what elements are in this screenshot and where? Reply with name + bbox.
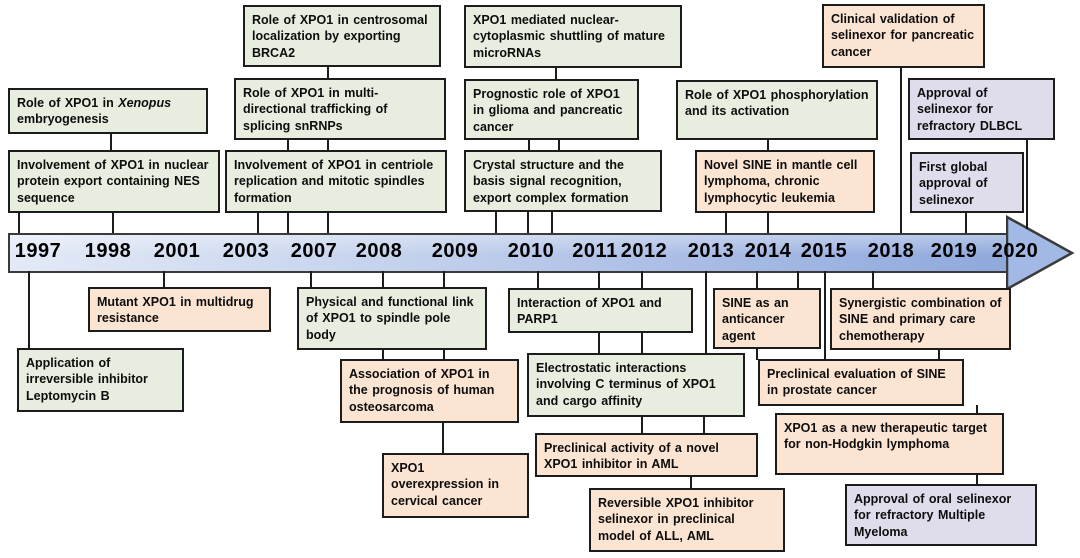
event-overexpression-cervical-cancer: XPO1 overexpression in cervical cancer (382, 453, 529, 518)
timeline-bar (8, 233, 1008, 273)
year-label: 2010 (507, 240, 555, 262)
connector-line (767, 139, 769, 151)
event-label: embryogenesis (17, 112, 109, 127)
connector-line (1026, 139, 1028, 229)
connector-line (641, 332, 643, 354)
connector-line (872, 271, 874, 289)
event-leptomycin-b-inhibitor: Application of irreversible inhibitor Le… (17, 348, 184, 412)
connector-line (287, 212, 289, 233)
connector-line (18, 212, 20, 233)
connector-line (310, 271, 312, 288)
event-clinical-validation-pancreatic: Clinical validation of selinexor for pan… (822, 4, 985, 68)
year-label: 2003 (222, 240, 270, 262)
event-prognosis-human-osteosarcoma: Association of XPO1 in the prognosis of … (340, 359, 519, 423)
connector-line (537, 271, 539, 289)
event-spindle-pole-body-link: Physical and functional link of XPO1 to … (297, 287, 487, 350)
connector-line (327, 139, 329, 151)
year-label: 2011 (572, 240, 618, 262)
event-shuttling-mature-micrornas: XPO1 mediated nuclear-cytoplasmic shuttl… (464, 5, 682, 68)
event-approval-refractory-dlbcl: Approval of selinexor for refractory DLB… (908, 78, 1055, 140)
connector-line (495, 211, 497, 233)
connector-line (112, 212, 114, 233)
connector-line (558, 138, 560, 151)
year-label: 2019 (930, 240, 978, 262)
event-sine-anticancer-agent: SINE as an anticancer agent (713, 288, 821, 349)
connector-line (555, 67, 557, 80)
event-electrostatic-c-terminus-cargo: Electrostatic interactions involving C t… (527, 353, 745, 417)
connector-line (598, 332, 600, 354)
year-label: 2008 (355, 240, 403, 262)
year-label: 2012 (620, 240, 668, 262)
year-label: 1998 (84, 240, 132, 262)
event-centrosomal-localization-brca2: Role of XPO1 in centrosomal localization… (243, 5, 441, 67)
connector-line (797, 271, 799, 289)
connector-line (690, 476, 692, 489)
connector-line (641, 271, 643, 289)
connector-line (598, 271, 600, 289)
event-mutant-xpo1-multidrug-resistance: Mutant XPO1 in multidrug resistance (88, 287, 271, 332)
event-xenopus-embryogenesis: Role of XPO1 in Xenopus embryogenesis (8, 88, 208, 134)
connector-line (443, 271, 445, 288)
event-centriole-replication-mitotic-spindles: Involvement of XPO1 in centriole replica… (225, 150, 447, 213)
connector-line (382, 349, 384, 360)
connector-line (442, 422, 444, 454)
connector-line (110, 133, 112, 150)
event-sine-prostate-cancer: Preclinical evaluation of SINE in prosta… (758, 359, 964, 406)
connector-line (756, 348, 758, 360)
event-synergistic-sine-chemotherapy: Synergistic combination of SINE and prim… (830, 288, 1011, 350)
event-prognostic-glioma-pancreatic: Prognostic role of XPO1 in glioma and pa… (464, 79, 639, 140)
year-label: 2015 (800, 240, 848, 262)
timeline-arrow-icon (1006, 215, 1075, 291)
year-label: 2020 (991, 240, 1039, 262)
connector-line (976, 474, 978, 485)
connector-line (900, 67, 902, 233)
event-target-non-hodgkin-lymphoma: XPO1 as a new therapeutic target for non… (775, 413, 1004, 475)
connector-line (641, 416, 643, 434)
connector-line (443, 349, 445, 360)
event-first-global-approval-selinexor: First global approval of selinexor (910, 152, 1024, 213)
connector-line (703, 416, 705, 434)
year-label: 2013 (687, 240, 735, 262)
event-label-italic: Xenopus (118, 96, 172, 110)
year-label: 2009 (431, 240, 479, 262)
connector-line (824, 271, 826, 360)
event-reversible-selinexor-all-aml: Reversible XPO1 inhibitor selinexor in p… (589, 488, 785, 552)
connector-line (527, 211, 529, 233)
connector-line (382, 271, 384, 288)
connector-line (705, 271, 707, 354)
connector-line (327, 212, 329, 233)
connector-line (938, 348, 940, 360)
event-xpo1-phosphorylation-activation: Role of XPO1 phosphorylation and its act… (676, 80, 878, 140)
connector-line (163, 271, 165, 287)
event-interaction-xpo1-parp1: Interaction of XPO1 and PARP1 (508, 288, 693, 333)
connector-line (976, 405, 978, 414)
year-label: 2007 (290, 240, 338, 262)
connector-line (257, 212, 259, 233)
event-crystal-structure-export-complex: Crystal structure and the basis signal r… (464, 150, 662, 212)
event-approval-oral-multiple-myeloma: Approval of oral selinexor for refractor… (845, 484, 1037, 546)
event-novel-sine-mantle-cell-cll: Novel SINE in mantle cell lymphoma, chro… (695, 150, 875, 213)
event-nuclear-protein-export-nes: Involvement of XPO1 in nuclear protein e… (8, 150, 220, 213)
year-label: 2001 (153, 240, 201, 262)
connector-line (551, 211, 553, 233)
connector-line (528, 138, 530, 151)
connector-line (287, 139, 289, 151)
year-label: 2018 (867, 240, 915, 262)
connector-line (756, 271, 758, 289)
connector-line (725, 212, 727, 233)
year-label: 2014 (744, 240, 792, 262)
year-label: 1997 (14, 240, 62, 262)
connector-line (28, 271, 30, 349)
connector-line (767, 212, 769, 233)
event-trafficking-splicing-snrnps: Role of XPO1 in multi-directional traffi… (234, 78, 446, 140)
event-label: Role of XPO1 in (17, 96, 119, 110)
connector-line (965, 212, 967, 233)
event-preclinical-xpo1-inhibitor-aml: Preclinical activity of a novel XPO1 inh… (535, 433, 758, 477)
connector-line (327, 66, 329, 79)
